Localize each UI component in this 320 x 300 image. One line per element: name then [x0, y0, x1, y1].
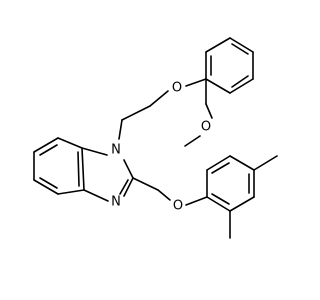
imidazole-ring — [81, 147, 134, 202]
bond-double — [211, 162, 230, 174]
bond-double — [119, 179, 129, 195]
methoxy-group — [184, 78, 213, 147]
bond — [81, 147, 85, 191]
bond — [123, 159, 134, 179]
bond-double — [77, 151, 80, 187]
bond — [149, 90, 169, 107]
bond — [184, 135, 201, 147]
atom-label-ether-o-bottom: O — [173, 199, 183, 214]
bond — [157, 189, 171, 201]
methyl-groups — [229, 155, 278, 239]
atom-label-ring-n3: N — [111, 195, 121, 210]
atom-label-ether-o-top: O — [172, 81, 182, 96]
bond-double — [231, 75, 249, 88]
bond — [33, 137, 59, 153]
bottom-aryl-ring — [206, 155, 255, 212]
bottom-ether-linker — [132, 177, 208, 206]
methyl-bond — [253, 155, 278, 171]
bond — [123, 177, 134, 197]
molecule-structure: O O N N O — [33, 37, 278, 239]
bond — [205, 37, 231, 53]
bond — [132, 177, 159, 191]
bond-double — [39, 177, 58, 189]
bond — [121, 105, 151, 121]
bond — [206, 155, 231, 171]
bond — [205, 103, 213, 119]
top-ether-linker — [118, 78, 207, 140]
bond — [185, 196, 208, 206]
bond — [229, 155, 255, 171]
molecule-canvas: O O N N O — [33, 37, 278, 239]
bond — [205, 78, 231, 94]
top-aryl-ring — [205, 37, 254, 94]
bond-double — [211, 193, 230, 205]
bond — [229, 78, 254, 94]
bond — [118, 119, 123, 140]
bond-double — [39, 144, 58, 156]
bond — [57, 189, 85, 195]
bond — [185, 78, 207, 87]
bond — [83, 189, 109, 202]
benzo-ring — [33, 137, 85, 195]
bond — [229, 37, 254, 53]
bond — [206, 196, 231, 212]
bond — [57, 137, 83, 149]
atom-label-methoxy-o: O — [201, 120, 211, 135]
bond — [81, 147, 108, 156]
bond — [33, 179, 59, 195]
bond-double — [231, 43, 249, 55]
bond — [229, 196, 255, 212]
atom-label-ring-n1: N — [111, 143, 121, 158]
